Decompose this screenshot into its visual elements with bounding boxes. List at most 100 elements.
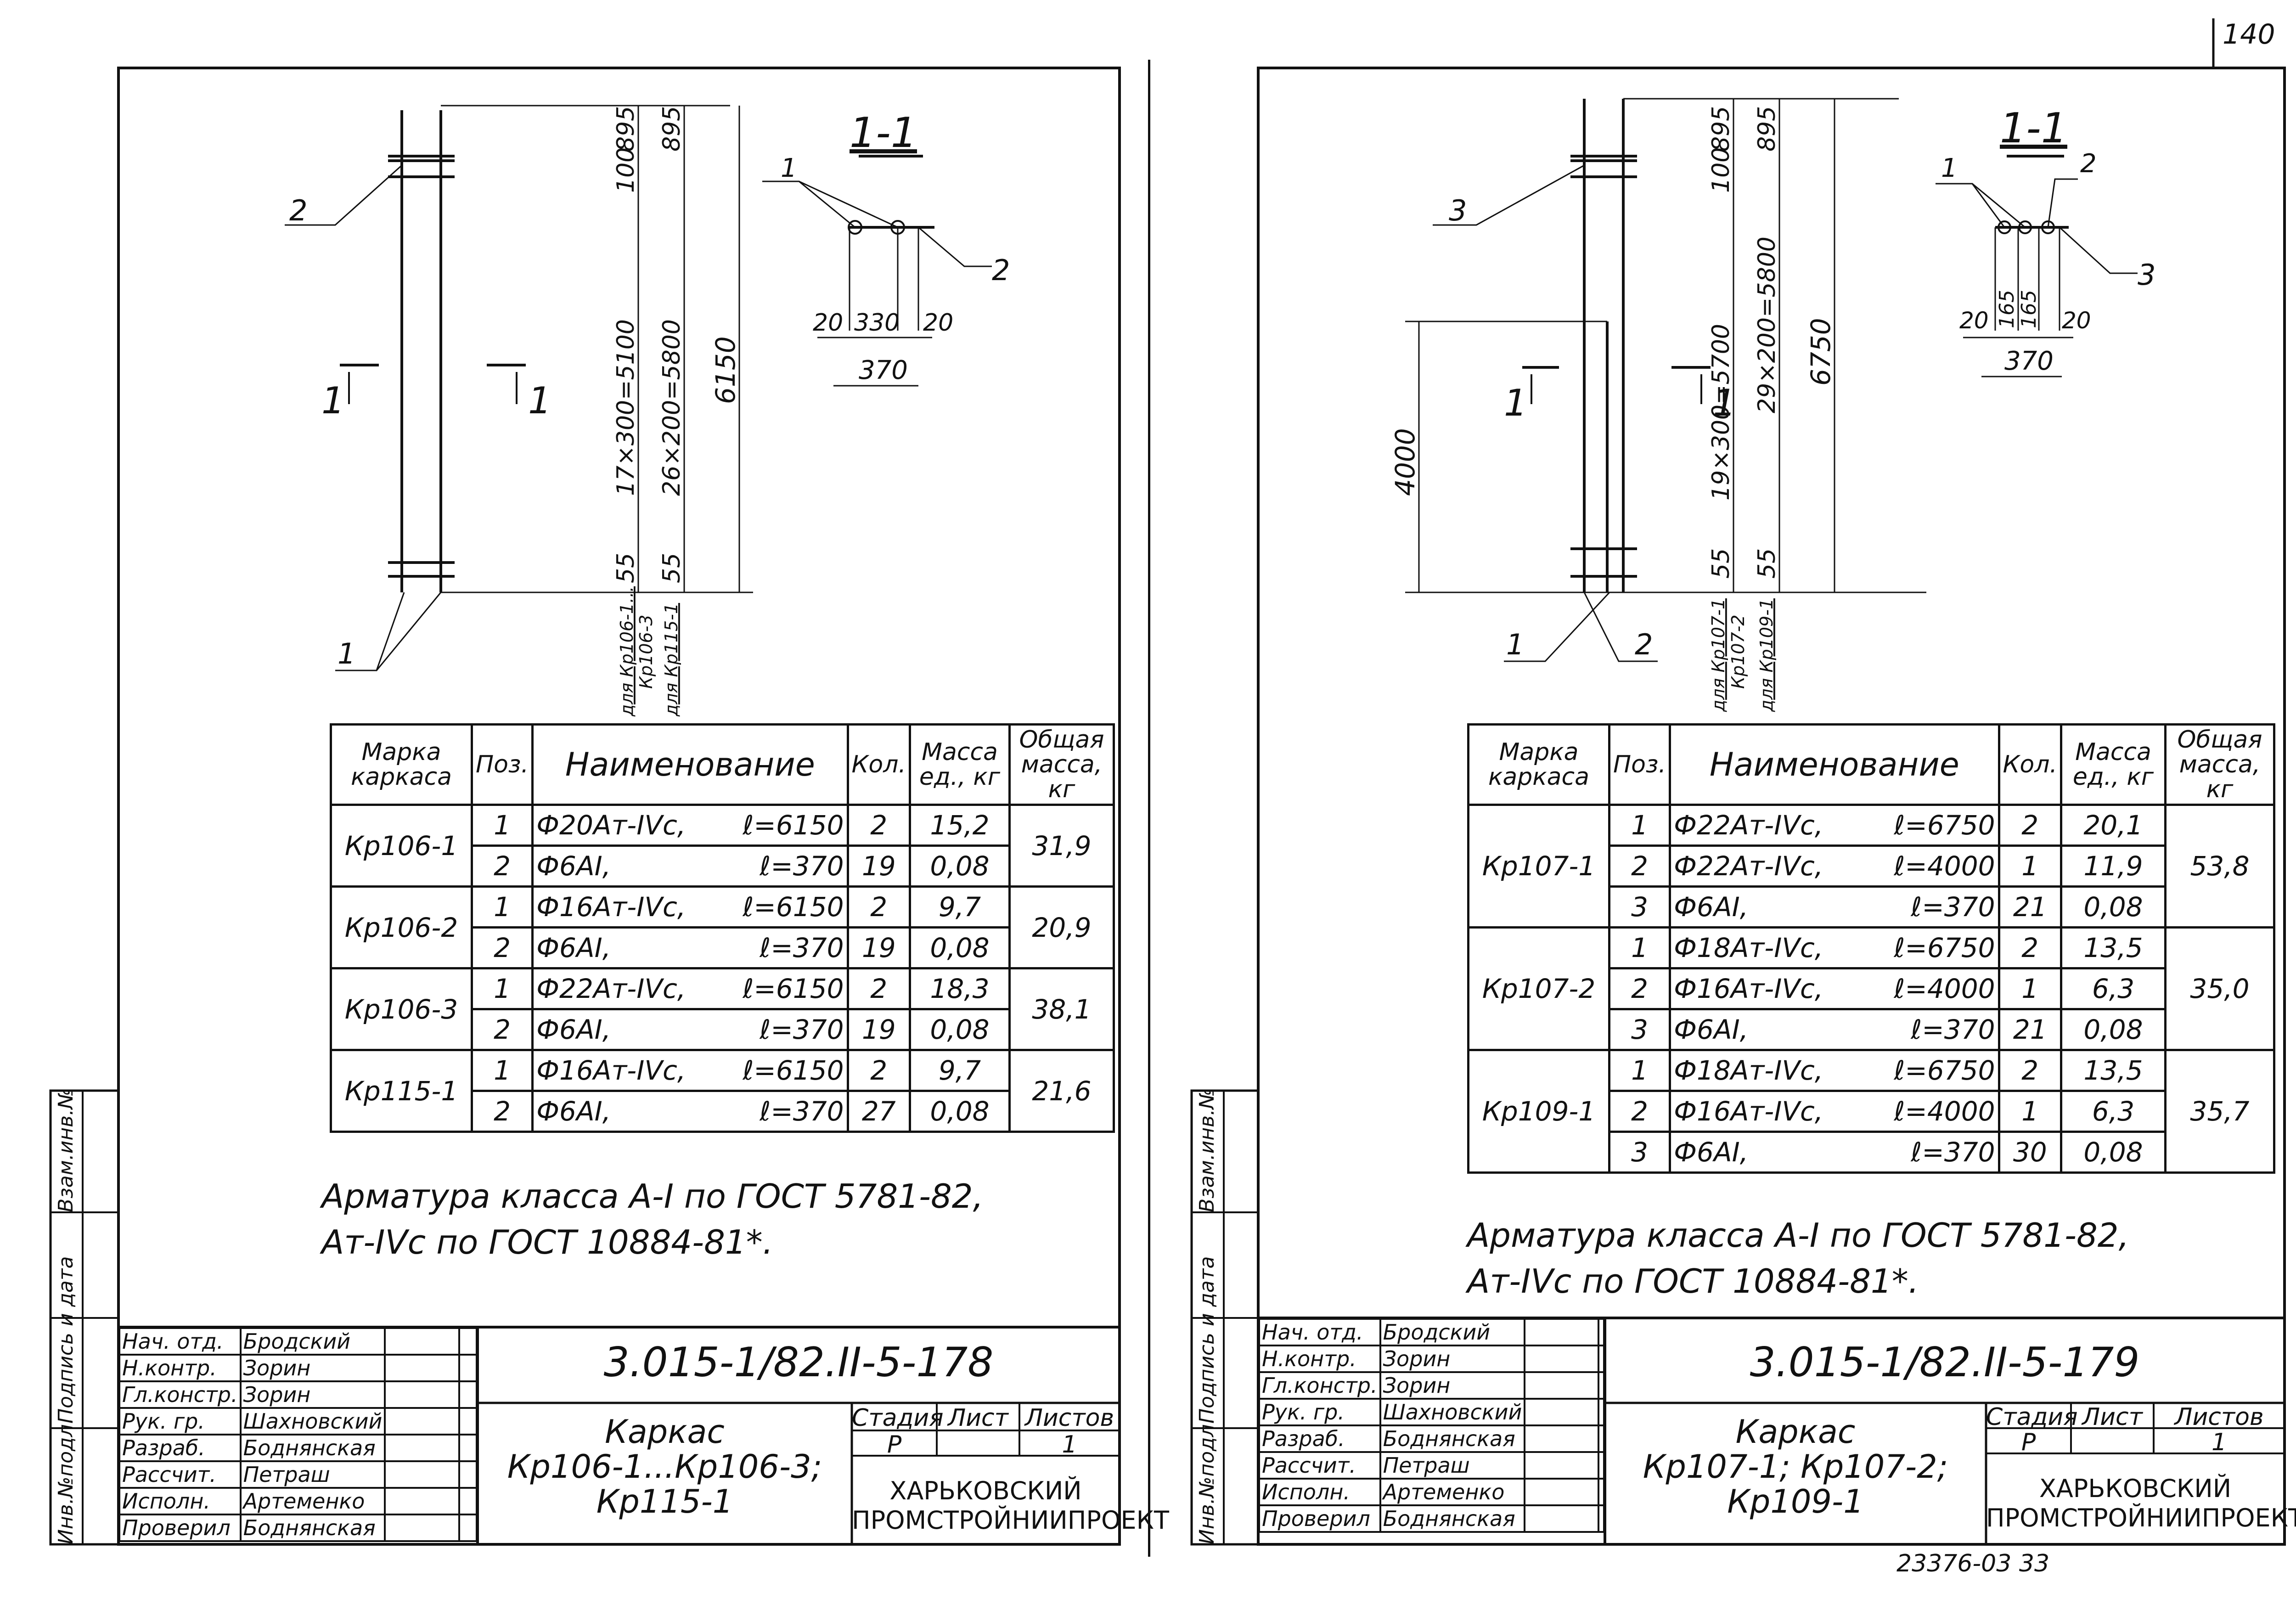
cut-mark-left: 1 bbox=[321, 379, 345, 422]
table-cell: Петраш bbox=[239, 1460, 386, 1489]
stamp-row: Разраб.Боднянская bbox=[118, 1434, 478, 1462]
table-cell: Боднянская bbox=[1379, 1424, 1526, 1453]
table-cell: Зорин bbox=[239, 1380, 386, 1409]
sheet-frame-right: 3 1 2 1 1 1-1 1 2 3 20 165 165 20 370 10… bbox=[1190, 18, 2286, 1546]
table-cell: Ф16Ат-IVс,ℓ=6150 bbox=[531, 1049, 849, 1092]
table-cell: 19 bbox=[846, 844, 911, 888]
table-cell: Рассчит. bbox=[118, 1460, 242, 1489]
table-cell: 0,08 bbox=[2060, 1008, 2167, 1051]
table-cell: 21,6 bbox=[1008, 1049, 1115, 1133]
spec-table-right: Марка каркаса Поз. Наименование Кол. Мас… bbox=[1467, 723, 2275, 1174]
section-callout-3: 3 bbox=[2138, 258, 2155, 292]
table-cell: Нач. отд. bbox=[118, 1327, 242, 1356]
mark-cell: Кр106-3 bbox=[330, 967, 473, 1051]
table-cell: 2 bbox=[846, 885, 911, 929]
table-cell bbox=[384, 1487, 461, 1515]
table-cell bbox=[384, 1434, 461, 1462]
th-pos: Поз. bbox=[470, 723, 534, 806]
document-code-left: 3.015-1/82.II-5-178 bbox=[603, 1339, 994, 1386]
table-cell bbox=[1524, 1478, 1599, 1506]
section-callout-1: 1 bbox=[781, 153, 797, 183]
table-cell: Артеменко bbox=[239, 1487, 386, 1515]
table-cell: 2 bbox=[846, 804, 911, 847]
table-cell: 13,5 bbox=[2060, 1049, 2167, 1092]
table-cell: Петраш bbox=[1379, 1451, 1526, 1480]
note-line-1: Арматура класса А-I по ГОСТ 5781-82, bbox=[1467, 1216, 2129, 1255]
th-qty: Кол. bbox=[846, 723, 911, 806]
table-cell bbox=[384, 1327, 461, 1356]
side-label-sign: Подпись и дата bbox=[54, 1256, 78, 1424]
table-cell: Ф6АI,ℓ=370 bbox=[1669, 1008, 2000, 1051]
table-cell: 20,1 bbox=[2060, 804, 2167, 847]
dim-sec-mid: 330 bbox=[854, 309, 900, 337]
section-callout-2: 2 bbox=[992, 253, 1010, 287]
sheet-header: Лист bbox=[948, 1404, 1008, 1432]
table-cell: 1 bbox=[1998, 1090, 2062, 1133]
table-cell: Рассчит. bbox=[1258, 1451, 1381, 1480]
table-cell: Ф18Ат-IVс,ℓ=6750 bbox=[1669, 926, 2000, 969]
table-cell: Разраб. bbox=[1258, 1424, 1381, 1453]
document-code-right: 3.015-1/82.II-5-179 bbox=[1750, 1339, 2140, 1386]
section-1-1 bbox=[762, 155, 992, 387]
table-cell bbox=[1598, 1424, 1605, 1453]
table-cell: 0,08 bbox=[2060, 885, 2167, 929]
table-cell: 9,7 bbox=[909, 1049, 1011, 1092]
callout-1: 1 bbox=[338, 637, 355, 670]
section-title: 1-1 bbox=[2000, 104, 2067, 152]
table-cell: 27 bbox=[846, 1090, 911, 1133]
drawing-title-left: Каркас Кр106-1...Кр106-3; Кр115-1 bbox=[507, 1413, 822, 1520]
table-cell bbox=[1524, 1451, 1599, 1480]
table-cell: 2 bbox=[1998, 804, 2062, 847]
dim-extra: 4000 bbox=[1390, 428, 1421, 496]
table-cell: 20,9 bbox=[1008, 885, 1115, 969]
th-pos: Поз. bbox=[1608, 723, 1671, 806]
stamp-row: Рук. гр.Шахновский bbox=[1258, 1398, 1605, 1426]
table-cell: Разраб. bbox=[118, 1434, 242, 1462]
table-cell bbox=[458, 1380, 478, 1409]
table-cell: Боднянская bbox=[239, 1514, 386, 1542]
sheets-header: Листов bbox=[1024, 1404, 1114, 1432]
sheets-header: Листов bbox=[2174, 1403, 2264, 1431]
note-right: Арматура класса А-I по ГОСТ 5781-82, Ат-… bbox=[1467, 1212, 2129, 1304]
table-cell bbox=[1598, 1504, 1605, 1533]
table-cell: Ф6АI,ℓ=370 bbox=[1669, 885, 2000, 929]
table-cell: 2 bbox=[1608, 844, 1671, 888]
stamp-row: Нач. отд.Бродский bbox=[1258, 1318, 1605, 1346]
section-title: 1-1 bbox=[850, 109, 917, 157]
table-cell: 2 bbox=[470, 926, 534, 969]
table-cell bbox=[458, 1407, 478, 1435]
mark-cell: Кр106-1 bbox=[330, 804, 473, 888]
table-cell: Ф20Ат-IVс,ℓ=6150 bbox=[531, 804, 849, 847]
side-label-inv: Инв.№подл. bbox=[1195, 1418, 1219, 1544]
table-cell: Бродский bbox=[1379, 1318, 1526, 1346]
table-cell: Шахновский bbox=[1379, 1398, 1526, 1426]
table-cell bbox=[384, 1407, 461, 1435]
table-cell bbox=[1524, 1345, 1599, 1373]
th-qty: Кол. bbox=[1998, 723, 2062, 806]
spec-table-left: Марка каркаса Поз. Наименование Кол. Мас… bbox=[330, 723, 1115, 1133]
table-cell: 35,7 bbox=[2164, 1049, 2275, 1174]
table-cell: Боднянская bbox=[1379, 1504, 1526, 1533]
table-cell bbox=[1598, 1478, 1605, 1506]
for-label-3: для Кр109-1 bbox=[1756, 598, 1777, 712]
table-cell: Бродский bbox=[239, 1327, 386, 1356]
table-cell: 2 bbox=[846, 1049, 911, 1092]
th-mark: Марка каркаса bbox=[1467, 723, 1610, 806]
stamp-row: Н.контр.Зорин bbox=[118, 1354, 478, 1382]
cut-mark-right: 1 bbox=[528, 379, 551, 422]
for-label-1: для Кр106-1... bbox=[617, 586, 637, 717]
table-cell: 0,08 bbox=[909, 1008, 1011, 1051]
table-cell: 1 bbox=[1998, 844, 2062, 888]
sheet-divider bbox=[1148, 60, 1150, 1557]
table-cell: 3 bbox=[1608, 1131, 1671, 1174]
stamp-row: Разраб.Боднянская bbox=[1258, 1424, 1605, 1453]
table-cell: Рук. гр. bbox=[118, 1407, 242, 1435]
dim-total: 6150 bbox=[710, 336, 741, 404]
